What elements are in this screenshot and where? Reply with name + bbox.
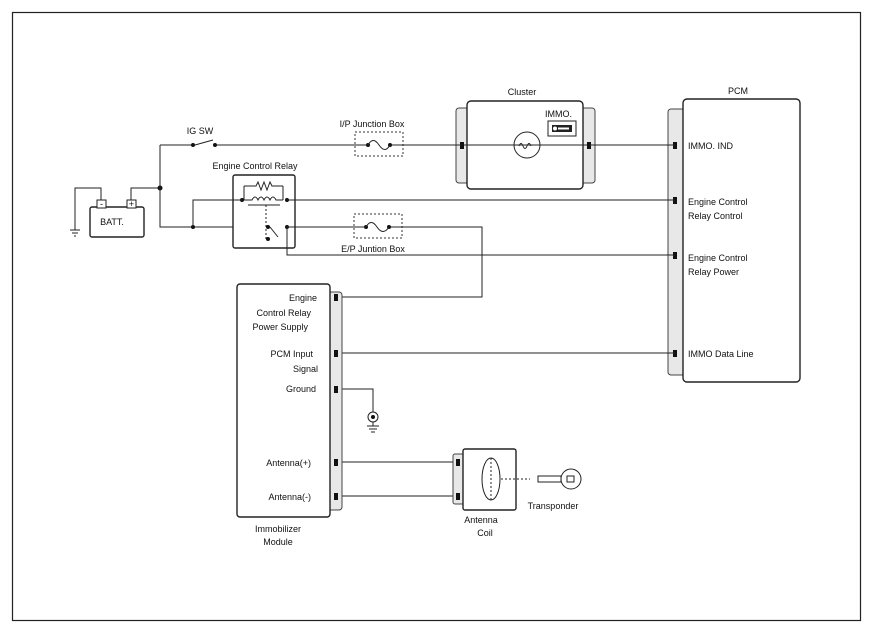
cluster-title: Cluster — [508, 87, 537, 97]
pcm-pin-immo-data: IMMO Data Line — [688, 349, 754, 359]
antenna-coil: Antenna Coil — [452, 448, 517, 538]
antenna-coil-label-line1: Antenna — [464, 515, 498, 525]
engine-control-relay: Engine Control Relay — [212, 161, 298, 249]
fuse-icon — [367, 140, 391, 150]
battery: - + BATT. — [70, 187, 145, 238]
ip-junction-label: I/P Junction Box — [340, 119, 405, 129]
immo-pin-antenna-minus: Antenna(-) — [268, 492, 311, 502]
transponder-label: Transponder — [528, 501, 579, 511]
pcm-unit: PCM IMMO. IND Engine Control Relay Contr… — [667, 86, 801, 383]
immo-module-label-line2: Module — [263, 537, 293, 547]
battery-label: BATT. — [100, 217, 124, 227]
relay-switch — [269, 226, 279, 238]
immo-pin-pcm-input-line2: Signal — [293, 364, 318, 374]
pcm-pin-immo-ind: IMMO. IND — [688, 141, 733, 151]
ig-switch: IG SW — [187, 126, 217, 147]
immo-indicator-label: IMMO. — [545, 109, 572, 119]
immo-pin-antenna-plus: Antenna(+) — [266, 458, 311, 468]
immo-module-label-line1: Immobilizer — [255, 524, 301, 534]
resistor-icon — [244, 180, 283, 192]
immo-pin-engine-line1: Engine — [289, 293, 317, 303]
ground-icon — [367, 411, 379, 433]
battery-minus: - — [100, 199, 103, 209]
ip-junction-box: I/P Junction Box — [340, 119, 405, 157]
fuse-icon — [365, 222, 390, 232]
coil-icon — [244, 196, 283, 202]
immo-pin-engine-line2: Control Relay — [256, 308, 311, 318]
immobilizer-module: Engine Control Relay Power Supply PCM In… — [236, 283, 343, 547]
battery-ground — [70, 187, 102, 237]
pcm-pin-ecr-control-line1: Engine Control — [688, 197, 748, 207]
cluster-unit: Cluster IMMO. — [455, 87, 596, 190]
pcm-pin-ecr-control-line2: Relay Control — [688, 211, 743, 221]
ig-sw-label: IG SW — [187, 126, 214, 136]
antenna-coil-label-line2: Coil — [477, 528, 493, 538]
pcm-pin-ecr-power-line1: Engine Control — [688, 253, 748, 263]
wiring — [130, 144, 675, 497]
immo-pin-pcm-input-line1: PCM Input — [270, 349, 313, 359]
pcm-pin-ecr-power-line2: Relay Power — [688, 267, 739, 277]
car-key-icon — [552, 125, 572, 132]
immo-pin-engine-line3: Power Supply — [252, 322, 308, 332]
relay-title: Engine Control Relay — [212, 161, 298, 171]
transponder-key-icon: Transponder — [501, 468, 582, 511]
ep-junction-label: E/P Juntion Box — [341, 244, 405, 254]
pcm-title: PCM — [728, 86, 748, 96]
battery-plus: + — [129, 199, 134, 209]
immo-pin-ground: Ground — [286, 384, 316, 394]
